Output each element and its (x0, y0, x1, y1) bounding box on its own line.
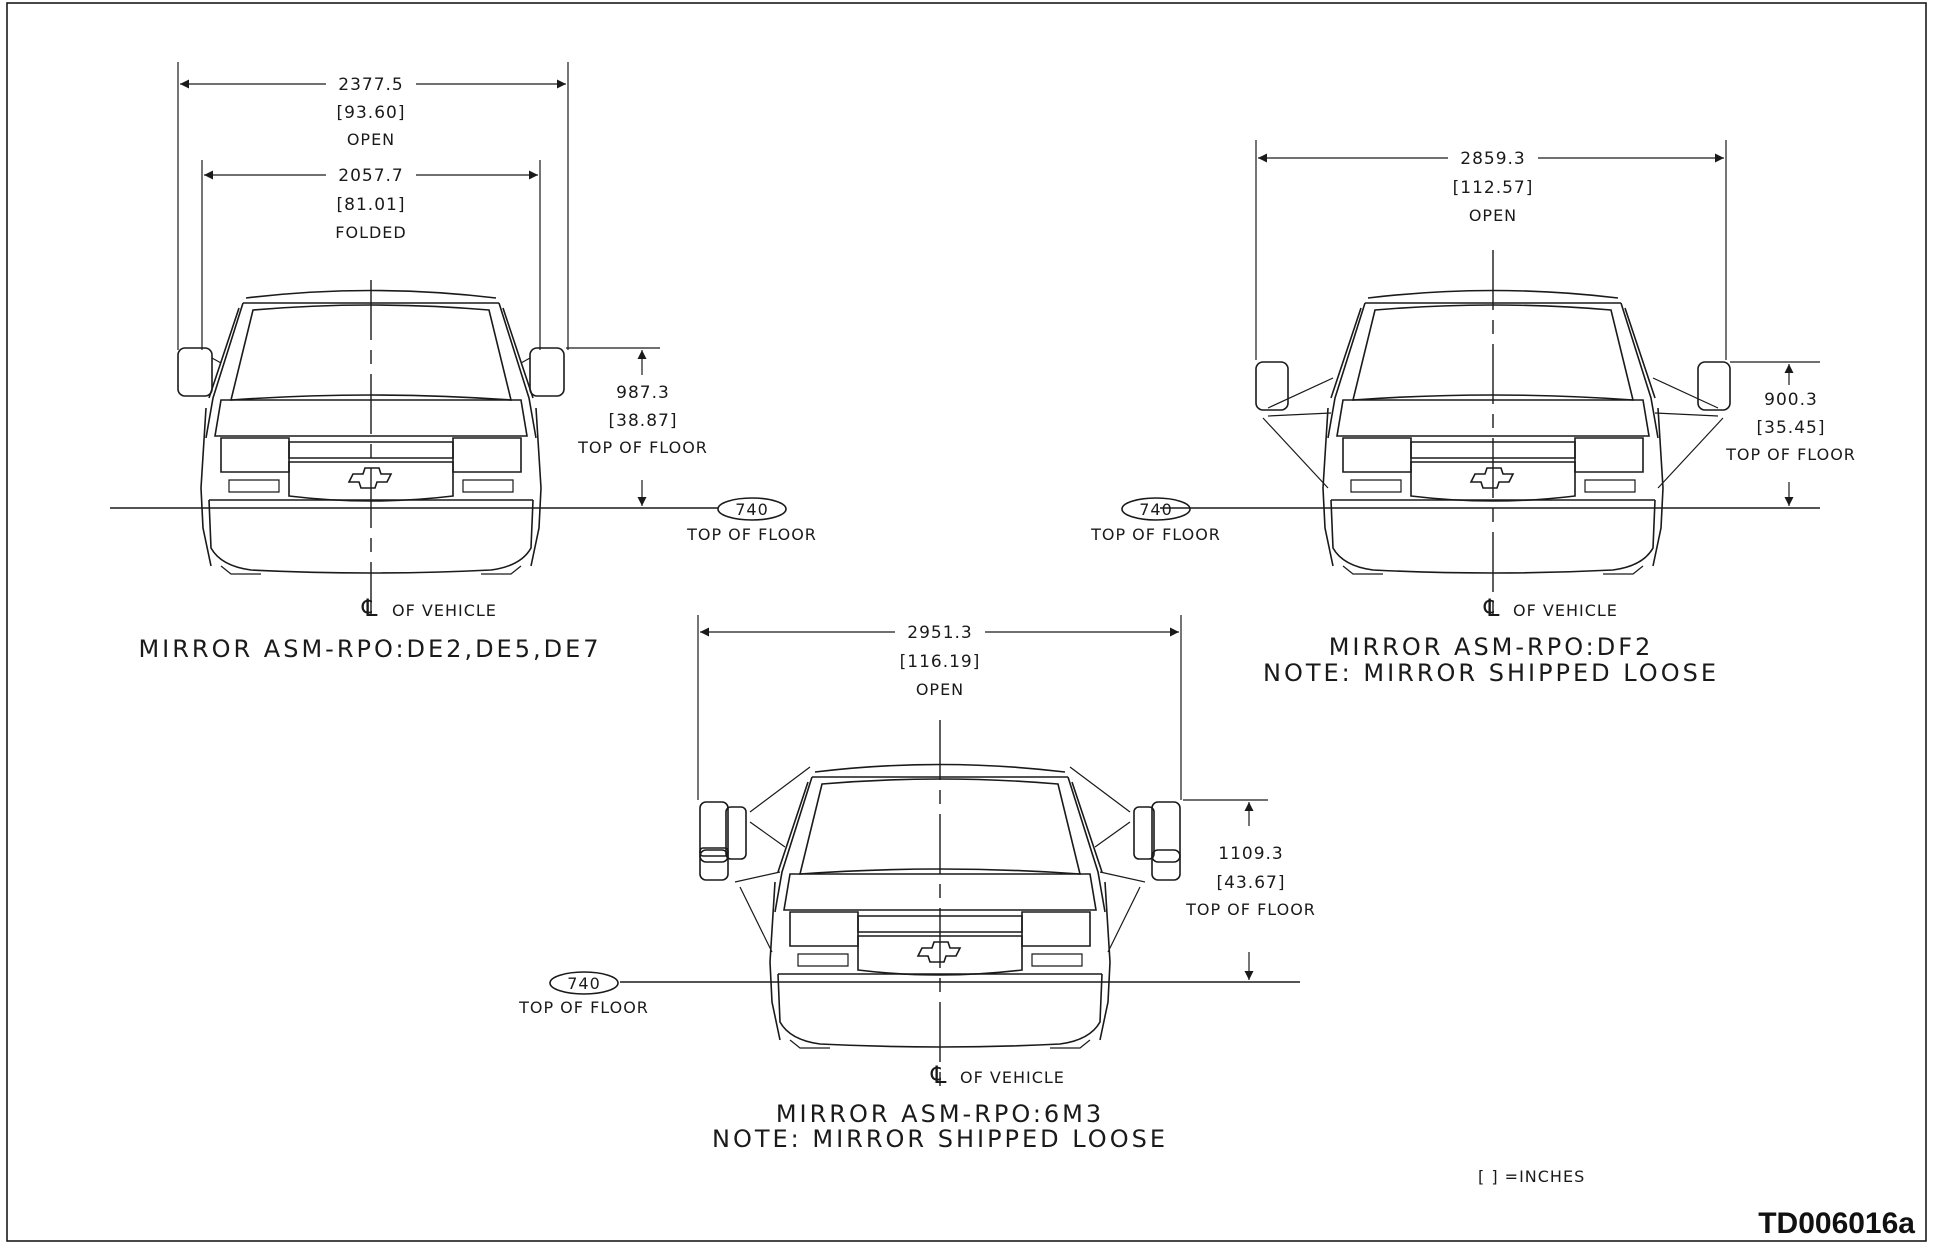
height-ref: TOP OF FLOOR (1185, 900, 1316, 919)
width-open-state: OPEN (1469, 206, 1517, 225)
width-open-inches: [112.57] (1453, 178, 1534, 198)
floor-tag-value: 740 (567, 974, 601, 993)
mirror-right-icon (529, 347, 565, 397)
width-open-state: OPEN (347, 130, 395, 149)
floor-tag-ref: TOP OF FLOOR (686, 525, 817, 544)
view-title: MIRROR ASM-RPO:DE2,DE5,DE7 (138, 635, 601, 663)
units-legend: [ ] =INCHES (1478, 1167, 1585, 1186)
view-note: NOTE: MIRROR SHIPPED LOOSE (1263, 659, 1719, 687)
centerline-icon: ℄ (361, 594, 378, 622)
height-ref: TOP OF FLOOR (1725, 445, 1856, 464)
height-value: 987.3 (616, 383, 670, 403)
view-bottom (699, 763, 1181, 1049)
width-open-value: 2377.5 (338, 75, 403, 95)
width-folded-value: 2057.7 (338, 166, 403, 186)
width-open-state: OPEN (916, 680, 964, 699)
view-left (177, 289, 565, 575)
height-inches: [35.45] (1757, 418, 1826, 438)
drawing-id: TD006016a (1758, 1207, 1915, 1240)
centerline-label: OF VEHICLE (392, 601, 497, 620)
mirror-right-icon (1151, 801, 1181, 863)
floor-tag (1121, 497, 1191, 521)
width-open-value: 2859.3 (1460, 149, 1525, 169)
mirror-right-icon (1697, 361, 1731, 411)
width-open-inches: [93.60] (337, 103, 406, 123)
floor-tag-value: 740 (1139, 500, 1173, 519)
height-ref: TOP OF FLOOR (577, 438, 708, 457)
width-folded-state: FOLDED (335, 223, 406, 242)
floor-tag (717, 497, 787, 521)
floor-tag-ref: TOP OF FLOOR (1090, 525, 1221, 544)
centerline-icon: ℄ (1483, 594, 1500, 622)
width-folded-inches: [81.01] (337, 195, 406, 215)
height-value: 900.3 (1764, 390, 1818, 410)
width-open-inches: [116.19] (900, 652, 981, 672)
floor-tag-value: 740 (735, 500, 769, 519)
centerline-label: OF VEHICLE (960, 1068, 1065, 1087)
mirror-left-icon (1255, 361, 1289, 411)
centerline-label: OF VEHICLE (1513, 601, 1618, 620)
centerline-icon: ℄ (930, 1061, 947, 1089)
height-inches: [38.87] (609, 411, 678, 431)
view-title: MIRROR ASM-RPO:DF2 (1329, 633, 1654, 661)
floor-tag (549, 971, 619, 995)
view-right (1255, 289, 1731, 575)
height-inches: [43.67] (1217, 873, 1286, 893)
view-note: NOTE: MIRROR SHIPPED LOOSE (712, 1125, 1168, 1153)
width-open-value: 2951.3 (907, 623, 972, 643)
height-value: 1109.3 (1218, 844, 1283, 864)
view-title: MIRROR ASM-RPO:6M3 (776, 1100, 1104, 1128)
mirror-left-icon (699, 801, 729, 863)
mirror-left-icon (177, 347, 213, 397)
floor-tag-ref: TOP OF FLOOR (518, 998, 649, 1017)
